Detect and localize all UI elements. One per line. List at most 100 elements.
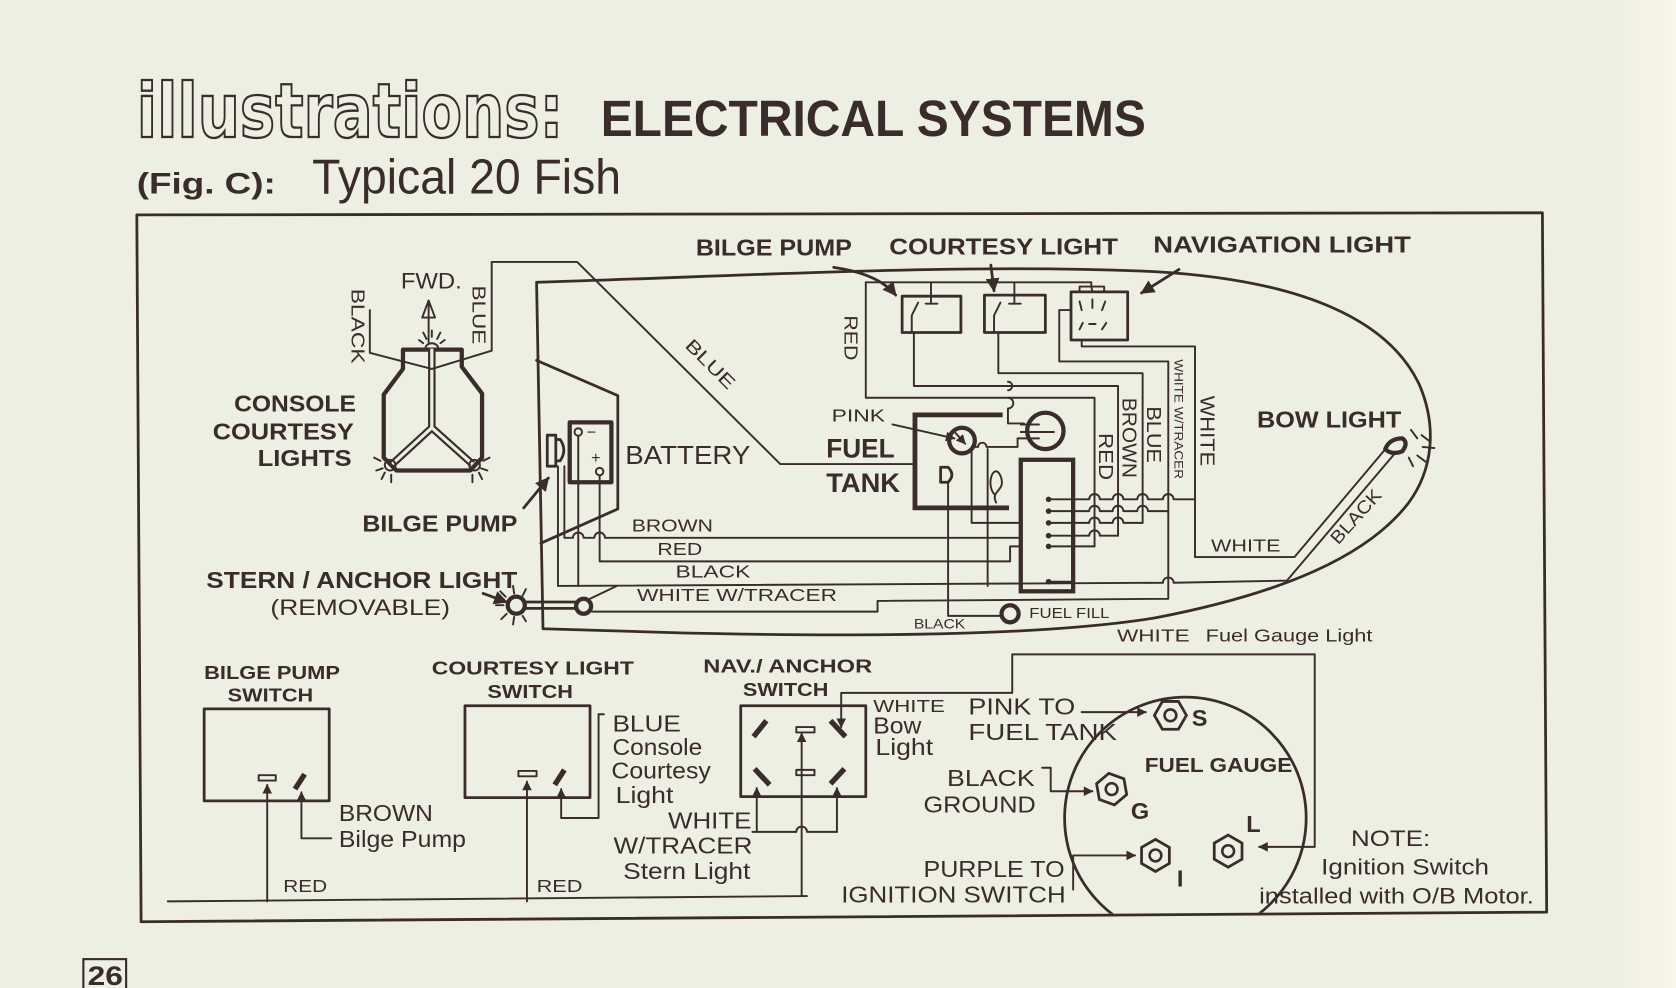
stern-light-note: (REMOVABLE) (270, 595, 450, 620)
wire-red-common (166, 895, 808, 903)
console-lights-label-3: LIGHTS (258, 445, 352, 471)
bundle-brown-label: BROWN (1117, 398, 1139, 478)
boat-hull (535, 267, 1432, 637)
gauge-pink-label-2: FUEL TANK (968, 719, 1117, 745)
wire-black-harness (556, 452, 1396, 587)
navigation-dash-switch-icon (1069, 290, 1130, 342)
courtesy-switch-out-desc-1: Console (612, 734, 702, 760)
wire-bundle-1 (1072, 493, 1196, 501)
pink-wire-label: PINK (832, 406, 886, 425)
bilge-switch-title-1: BILGE PUMP (204, 663, 340, 683)
console-icon (381, 347, 485, 473)
nav-switch-title-1: NAV./ ANCHOR (703, 657, 872, 677)
courtesy-switch-out-color: BLUE (612, 710, 680, 736)
courtesy-light-pointer-arrow (985, 263, 1000, 293)
wire-fuel-fill-black (947, 481, 1003, 617)
courtesy-switch-out-desc-3: Light (616, 782, 674, 808)
page-edge-shade (1603, 0, 1676, 988)
fuel-fill-wire-label: BLACK (914, 616, 966, 632)
heading-decorative: illustrations: (137, 68, 563, 155)
nav-switch-bow-desc-2: Light (875, 734, 933, 760)
wire-crossover (1006, 380, 1025, 425)
wire-red-harness (598, 474, 1022, 563)
page-number-box (82, 958, 128, 988)
gauge-purple-label-2: IGNITION SWITCH (841, 881, 1065, 907)
wire-brown-harness (563, 465, 1022, 539)
bow-light-icon (1383, 428, 1436, 468)
terminal-strip-icon (1018, 457, 1076, 594)
stern-light-label: STERN / ANCHOR LIGHT (206, 567, 518, 593)
bilge-switch-brown-out (296, 791, 333, 840)
terminal-i-label: I (1177, 865, 1184, 891)
harness-brown-label: BROWN (632, 516, 713, 535)
bundle-red-label: RED (1094, 433, 1116, 480)
terminal-g-label: G (1131, 798, 1149, 824)
bilge-switch-title-2: SWITCH (228, 685, 314, 705)
wire-bow-and-gauge-light (836, 653, 1316, 729)
wire-console-black (368, 309, 433, 370)
dash-courtesy-light-label: COURTESY LIGHT (889, 233, 1118, 259)
page-number: 26 (88, 961, 123, 988)
courtesy-switch-blue-out (556, 713, 605, 819)
dash-navigation-light-label: NAVIGATION LIGHT (1153, 231, 1411, 257)
nav-switch-stern-desc: Stern Light (623, 858, 751, 884)
figure-title: Typical 20 Fish (312, 150, 621, 205)
wire-white-lane (1080, 339, 1388, 559)
note-line-2: installed with O/B Motor. (1259, 884, 1534, 909)
fuel-tank-label-2: TANK (826, 468, 900, 498)
bundle-white-label: WHITE (1195, 396, 1217, 467)
harness-black-label: BLACK (676, 562, 752, 581)
wire-gauge-light (1258, 653, 1316, 852)
terminal-s-label: S (1192, 705, 1208, 731)
wire-dash-bus (864, 281, 1106, 298)
bilge-pump-label: BILGE PUMP (362, 510, 517, 536)
terminal-l-label: L (1246, 811, 1260, 837)
battery-positive-sign: + (591, 449, 600, 467)
wire-bundle-3 (1072, 516, 1144, 524)
courtesy-switch-in-label: RED (537, 877, 583, 896)
page-title: ELECTRICAL SYSTEMS (601, 90, 1146, 147)
figure-label: (Fig. C): (137, 168, 276, 201)
fuel-gauge-body (1063, 695, 1308, 920)
bilge-switch-in-label: RED (283, 877, 327, 896)
nav-switch-stern-out (751, 825, 838, 833)
stern-light-pointer-arrow (481, 591, 509, 605)
bilge-pump-pointer-arrow (522, 476, 550, 510)
console-light-bulb-icon (468, 456, 491, 484)
red-feed-label: RED (840, 315, 860, 360)
nav-anchor-switch-icon (739, 704, 868, 798)
fuel-fill-icon (999, 603, 1021, 625)
note-line-1: Ignition Switch (1321, 855, 1489, 880)
battery-label: BATTERY (625, 442, 750, 470)
bow-light-label: BOW LIGHT (1257, 407, 1402, 433)
wire-console-blue (430, 261, 916, 466)
pink-pointer-arrow (891, 423, 956, 442)
fwd-label: FWD. (401, 269, 462, 294)
console-light-bulb-icon (373, 456, 397, 484)
fuel-gauge-title: FUEL GAUGE (1145, 755, 1293, 777)
fwd-arrow-icon (421, 299, 436, 344)
navigation-light-pointer-arrow (1140, 268, 1181, 295)
courtesy-switch-out-desc-2: Courtesy (611, 757, 711, 783)
console-wire-black-label: BLACK (348, 289, 368, 364)
harness-red-label: RED (657, 540, 702, 559)
wire-bundle-4 (1072, 529, 1120, 537)
wire-white-tracer-lane (591, 309, 1170, 613)
wire-brown-lane (912, 331, 1120, 537)
bilge-switch-out-color: BROWN (339, 800, 433, 826)
diagram-frame (135, 211, 1549, 924)
nav-switch-bow-desc-1: Bow (873, 713, 922, 739)
wire-bundle-2 (1072, 504, 1170, 513)
wire-blue-lane (997, 331, 1144, 524)
gauge-black-arrow (1041, 766, 1094, 797)
nav-switch-stern-color-2: W/TRACER (614, 832, 753, 858)
bilge-switch-out-desc: Bilge Pump (339, 826, 466, 852)
wire-red-lane (864, 281, 1096, 548)
bilge-pump-pointer-arrow (832, 265, 898, 297)
console-lights-label-1: CONSOLE (234, 391, 356, 417)
gauge-pink-label-1: PINK TO (968, 693, 1075, 719)
fuel-tank-label-1: FUEL (826, 434, 894, 464)
console-lights-label-2: COURTESY (213, 418, 354, 444)
